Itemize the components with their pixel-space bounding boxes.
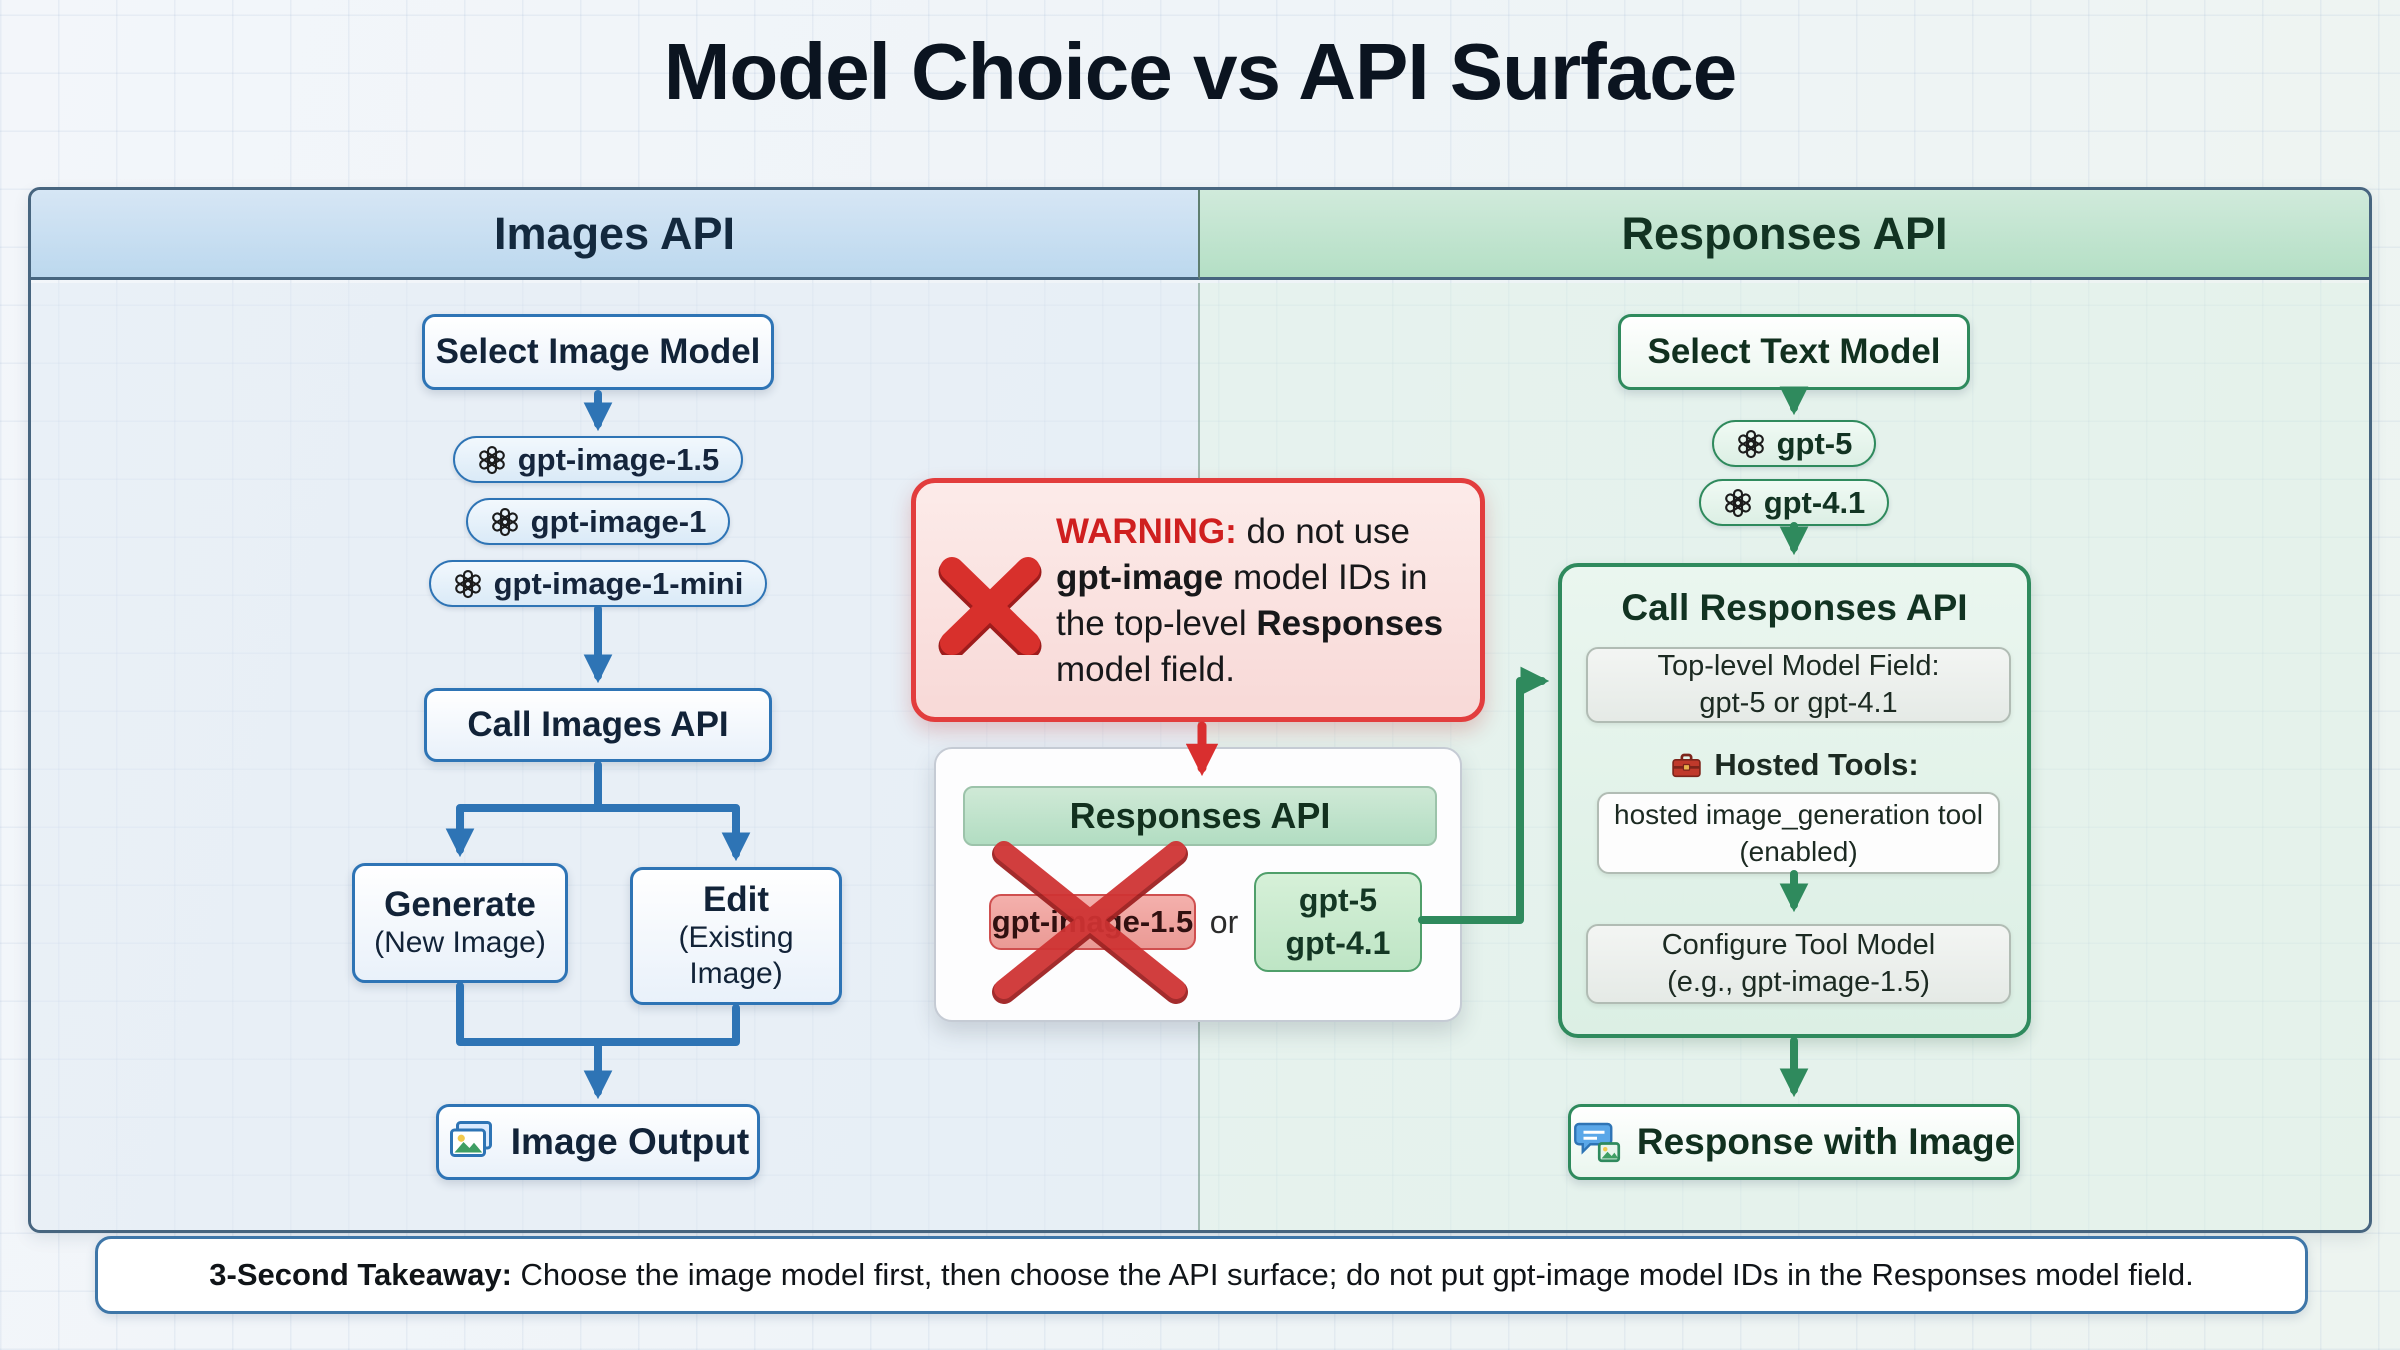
call-responses-api-title: Call Responses API — [1621, 587, 1968, 628]
model-pill-gpt-image-1: gpt-image-1 — [465, 498, 731, 545]
model-pill-label: gpt-4.1 — [1763, 484, 1866, 520]
image-output-label: Image Output — [510, 1121, 750, 1162]
correct-model-pill: gpt-5 gpt-4.1 — [1254, 872, 1422, 972]
images-api-header: Images API — [31, 190, 1200, 280]
select-text-model-box: Select Text Model — [1618, 314, 1970, 390]
openai-logo-icon — [453, 569, 483, 599]
chat-image-icon — [1573, 1118, 1621, 1166]
responses-api-header-label: Responses API — [1621, 207, 1948, 259]
warning-seg: model field. — [1056, 650, 1235, 689]
openai-logo-icon — [1723, 488, 1753, 518]
warning-label: WARNING: — [1056, 512, 1237, 551]
text-model-list: gpt-5 gpt-4.1 — [1618, 420, 1970, 526]
warning-seg: do not use — [1236, 512, 1411, 551]
model-field-line1: Top-level Model Field: — [1657, 650, 1940, 682]
hosted-tool-line1: hosted image_generation tool — [1614, 799, 1983, 830]
warning-text: WARNING: do not use gpt-image model IDs … — [1056, 509, 1470, 693]
warning-bold-term: gpt-image — [1056, 558, 1224, 597]
correct-model-label: gpt-4.1 — [1285, 925, 1391, 961]
responses-api-header: Responses API — [1200, 190, 2369, 280]
misuse-panel: Responses API gpt-image-1.5 or gpt-5 gpt… — [934, 747, 1462, 1022]
model-field-box: Top-level Model Field: gpt-5 or gpt-4.1 — [1586, 647, 2011, 723]
hosted-tools-label-text: Hosted Tools: — [1714, 747, 1919, 782]
model-field-line2: gpt-5 or gpt-4.1 — [1699, 687, 1898, 719]
openai-logo-icon — [477, 445, 507, 475]
model-pill-label: gpt-5 — [1776, 425, 1853, 461]
response-with-image-label: Response with Image — [1636, 1121, 2016, 1162]
generate-subtitle: (New Image) — [374, 926, 546, 959]
warning-bold-term: Responses — [1256, 604, 1444, 643]
warning-box: WARNING: do not use gpt-image model IDs … — [911, 478, 1485, 722]
edit-box: Edit (Existing Image) — [630, 867, 842, 1005]
hosted-tools-label: Hosted Tools: — [1562, 747, 2027, 783]
warning-x-icon — [938, 557, 1042, 655]
openai-logo-icon — [490, 507, 520, 537]
openai-logo-icon — [1736, 429, 1766, 459]
correct-model-label: gpt-5 — [1298, 882, 1378, 918]
model-pill-gpt-image-1-5: gpt-image-1.5 — [452, 436, 744, 483]
select-text-model-label: Select Text Model — [1647, 332, 1941, 371]
select-image-model-label: Select Image Model — [435, 332, 761, 371]
or-label: or — [1209, 903, 1239, 940]
call-images-api-box: Call Images API — [424, 688, 772, 762]
takeaway-text: Choose the image model first, then choos… — [511, 1257, 2194, 1292]
image-output-icon — [447, 1118, 495, 1166]
model-pill-gpt-image-1-mini: gpt-image-1-mini — [428, 560, 768, 607]
edit-title: Edit — [702, 880, 770, 919]
call-responses-api-container: Call Responses API Top-level Model Field… — [1558, 563, 2031, 1038]
call-images-api-label: Call Images API — [467, 705, 729, 744]
page-title: Model Choice vs API Surface — [663, 27, 1738, 116]
select-image-model-box: Select Image Model — [422, 314, 774, 390]
model-pill-label: gpt-image-1 — [530, 503, 707, 539]
image-model-list: gpt-image-1.5 gpt-image-1 gpt-image-1-mi… — [420, 436, 776, 607]
image-output-box: Image Output — [436, 1104, 760, 1180]
toolbox-icon — [1670, 749, 1703, 782]
model-pill-gpt-5: gpt-5 — [1711, 420, 1877, 467]
response-with-image-box: Response with Image — [1568, 1104, 2020, 1180]
misuse-panel-header: Responses API — [963, 786, 1437, 846]
edit-subtitle: (Existing Image) — [678, 921, 794, 990]
configure-tool-line1: Configure Tool Model — [1661, 929, 1936, 961]
configure-tool-line2: (e.g., gpt-image-1.5) — [1667, 966, 1930, 998]
misuse-header-label: Responses API — [1069, 795, 1331, 836]
generate-title: Generate — [384, 885, 536, 924]
configure-tool-box: Configure Tool Model (e.g., gpt-image-1.… — [1586, 924, 2011, 1004]
hosted-tool-box: hosted image_generation tool (enabled) — [1597, 792, 2000, 874]
takeaway-bar: 3-Second Takeaway: Choose the image mode… — [95, 1236, 2308, 1314]
model-pill-label: gpt-image-1.5 — [517, 441, 720, 477]
images-api-header-label: Images API — [494, 207, 735, 259]
takeaway-label: 3-Second Takeaway: — [209, 1257, 512, 1292]
model-pill-gpt-4-1: gpt-4.1 — [1698, 479, 1890, 526]
wrong-model-pill: gpt-image-1.5 — [989, 894, 1196, 950]
generate-box: Generate (New Image) — [352, 863, 568, 983]
wrong-model-label: gpt-image-1.5 — [991, 904, 1194, 939]
hosted-tool-line2: (enabled) — [1739, 836, 1858, 867]
model-pill-label: gpt-image-1-mini — [493, 565, 744, 601]
warning-seg: model IDs in the top-level — [1056, 558, 1428, 643]
